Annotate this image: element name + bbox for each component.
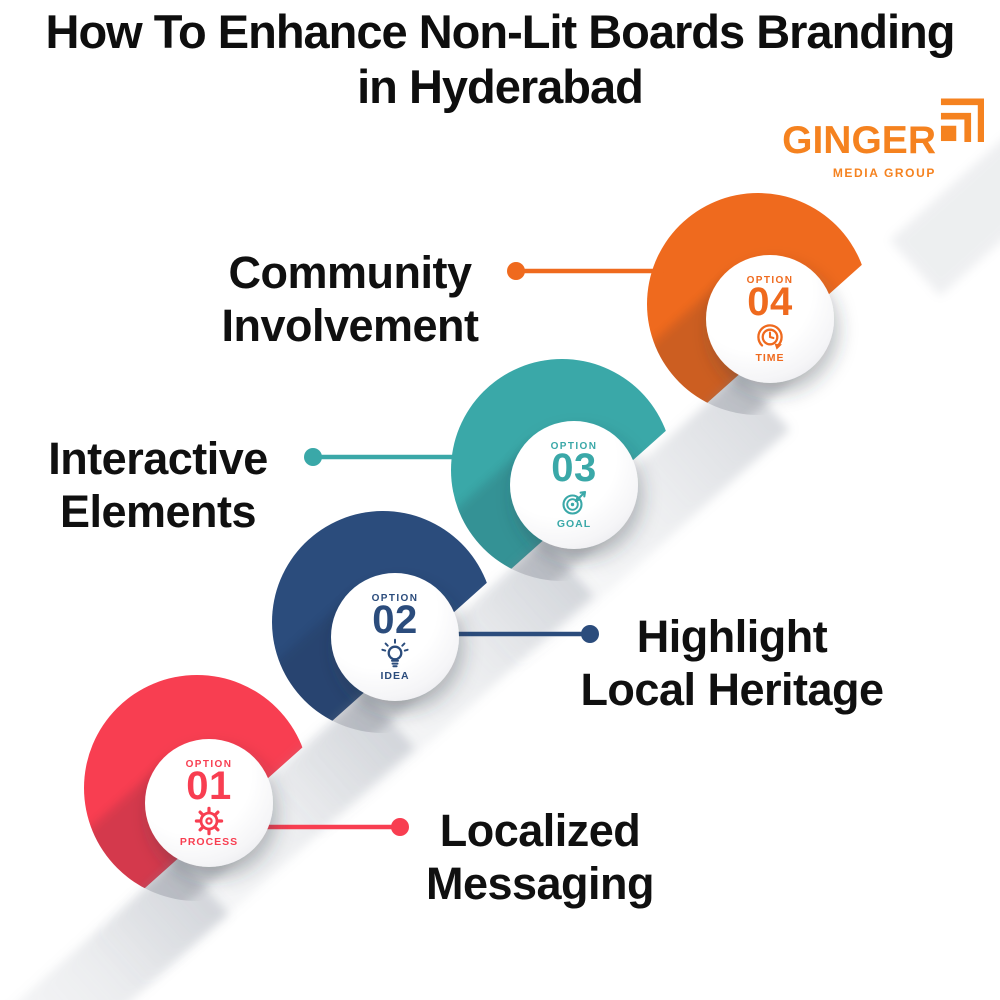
- option-2-label-line1: Highlight: [636, 611, 828, 662]
- option-3-circle: [510, 421, 638, 549]
- option-2-connector-dot: [581, 625, 599, 643]
- ginger-logo: GINGER MEDIA GROUP: [770, 98, 984, 190]
- option-4-band-shadow: [463, 373, 790, 677]
- option-2-category: IDEA: [380, 670, 409, 682]
- option-3-number: 03: [551, 446, 597, 490]
- option-4-kicker: OPTION: [747, 275, 794, 286]
- option-4-circle: [706, 255, 834, 383]
- option-3-connector-dot: [304, 448, 322, 466]
- page-title-line1: How To Enhance Non-Lit Boards Branding: [45, 5, 956, 58]
- option-2-kicker: OPTION: [372, 593, 419, 604]
- logo-tagline: MEDIA GROUP: [832, 166, 936, 180]
- option-2-circle: [331, 573, 459, 701]
- logo-name: GINGER: [782, 119, 936, 162]
- option-2-label-line2: Local Heritage: [580, 664, 884, 715]
- page-title-line2: in Hyderabad: [357, 60, 644, 113]
- target-icon: [562, 490, 587, 515]
- option-4-number: 04: [747, 280, 793, 324]
- option-1-kicker: OPTION: [186, 759, 233, 770]
- option-4-label-line1: Community: [228, 247, 473, 298]
- option-1-circle: [145, 739, 273, 867]
- logo-mark-icon: [940, 98, 984, 142]
- lightbulb-icon: [381, 638, 409, 668]
- option-1-category: PROCESS: [180, 836, 238, 848]
- option-1-label-line2: Messaging: [425, 858, 655, 909]
- option-4-connector-dot: [507, 262, 525, 280]
- option-3-label: Interactive Elements: [0, 432, 368, 538]
- band-edge-shadow: [890, 141, 1000, 296]
- page-title: How To Enhance Non-Lit Boards Branding i…: [0, 4, 1000, 114]
- option-3-category: GOAL: [557, 518, 591, 530]
- option-1-connector-dot: [391, 818, 409, 836]
- option-3-label-line1: Interactive: [48, 433, 268, 484]
- gear-icon: [194, 806, 224, 836]
- option-1-label: Localized Messaging: [340, 804, 740, 910]
- option-2-label: Highlight Local Heritage: [507, 610, 957, 716]
- option-3-label-line2: Elements: [59, 486, 257, 537]
- option-4-label-line2: Involvement: [221, 300, 479, 351]
- option-2-number: 02: [372, 598, 418, 642]
- option-4-category: TIME: [755, 352, 784, 364]
- option-1-number: 01: [186, 764, 232, 808]
- option-3-kicker: OPTION: [551, 441, 598, 452]
- option-1-label-line1: Localized: [439, 805, 641, 856]
- option-4-label: Community Involvement: [140, 246, 560, 352]
- clock-icon: [757, 324, 783, 350]
